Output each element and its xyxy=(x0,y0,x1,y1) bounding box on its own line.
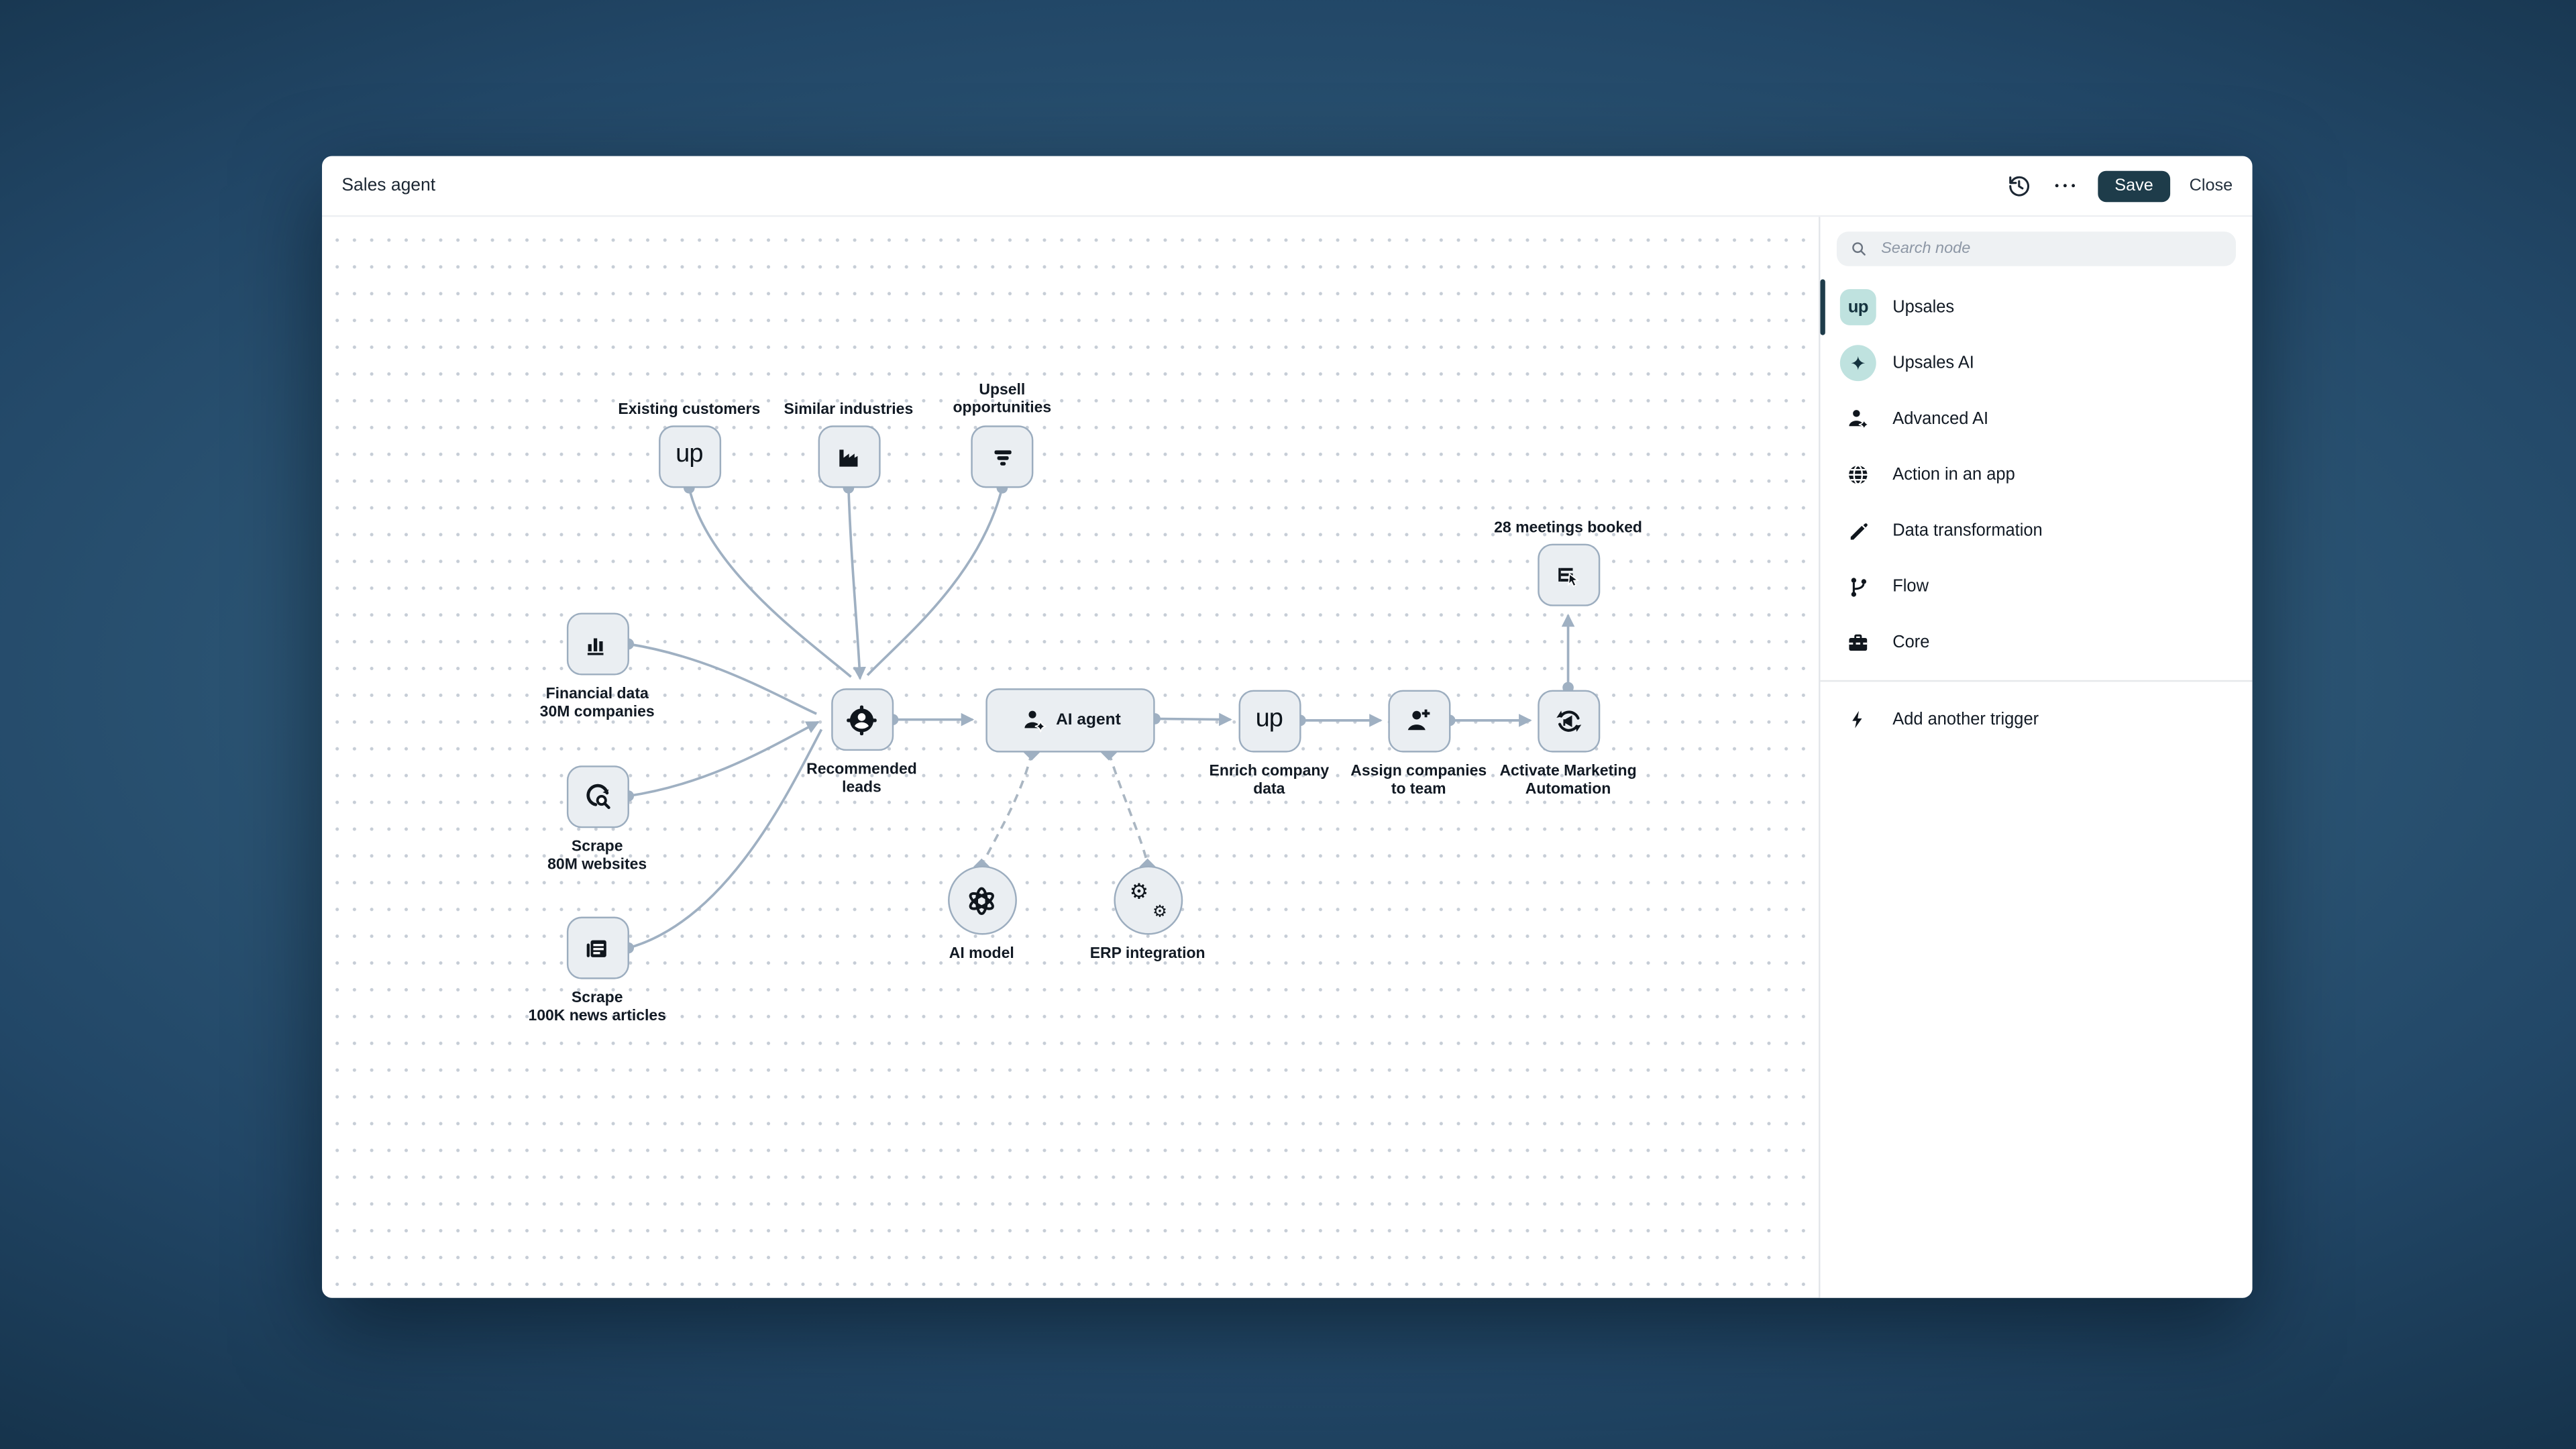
node-label: ERP integration xyxy=(1089,943,1205,961)
node-ai-model[interactable] xyxy=(947,865,1016,935)
sidebar-scrollbar[interactable] xyxy=(1820,279,1825,335)
sidebar-item-action-in-app[interactable]: Action in an app xyxy=(1820,447,2252,502)
node-category-list: up Upsales Upsales AI xyxy=(1820,279,2253,747)
sparkle-icon xyxy=(1839,345,1876,382)
sidebar-item-advanced-ai[interactable]: Advanced AI xyxy=(1820,391,2252,447)
node-erp-integration[interactable]: ⚙⚙ xyxy=(1113,865,1183,935)
upsales-badge-icon: up xyxy=(1839,289,1876,325)
node-label: 28 meetings booked xyxy=(1494,517,1642,535)
node-label: AI model xyxy=(949,943,1014,961)
window-header: Sales agent Save Close xyxy=(322,156,2253,217)
sidebar-item-data-transformation[interactable]: Data transformation xyxy=(1820,502,2252,558)
more-options-icon[interactable] xyxy=(2055,183,2076,188)
lightning-bolt-icon xyxy=(1840,702,1876,738)
pencil-icon xyxy=(1840,513,1876,549)
megaphone-cycle-icon xyxy=(1556,710,1581,731)
search-node-field[interactable] xyxy=(1836,231,2237,266)
list-cursor-icon xyxy=(1558,567,1580,586)
person-plus-icon xyxy=(1407,709,1430,731)
node-activate-marketing[interactable] xyxy=(1537,689,1600,752)
node-enrich-company-data[interactable]: up xyxy=(1238,689,1301,752)
user-target-icon xyxy=(847,704,877,735)
search-icon xyxy=(1852,242,1866,256)
sidebar-item-flow[interactable]: Flow xyxy=(1820,559,2252,614)
person-sparkle-icon xyxy=(1840,401,1876,437)
upsales-wordmark: up xyxy=(676,440,703,469)
node-label: AI agent xyxy=(1056,710,1121,729)
git-branch-icon xyxy=(1840,568,1876,604)
node-picker-sidebar: up Upsales Upsales AI xyxy=(1820,217,2253,1298)
node-similar-industries[interactable] xyxy=(817,425,880,488)
node-financial-data[interactable] xyxy=(566,612,629,676)
toolbox-icon xyxy=(1840,625,1876,661)
sidebar-item-add-trigger[interactable]: Add another trigger xyxy=(1820,692,2252,747)
node-scrape-websites[interactable] xyxy=(566,765,629,828)
sidebar-item-upsales[interactable]: up Upsales xyxy=(1820,279,2252,335)
node-recommended-leads[interactable] xyxy=(830,688,894,751)
sidebar-divider xyxy=(1820,680,2253,682)
node-assign-companies[interactable] xyxy=(1387,689,1450,752)
search-input[interactable] xyxy=(1878,238,2223,260)
node-label: Similar industries xyxy=(784,398,914,417)
node-existing-customers[interactable]: up xyxy=(657,425,720,488)
flow-editor-window: Sales agent Save Close xyxy=(322,156,2253,1298)
upsales-wordmark: up xyxy=(1255,704,1283,733)
node-meetings-booked[interactable] xyxy=(1537,543,1600,606)
close-button[interactable]: Close xyxy=(2189,176,2233,195)
save-button[interactable]: Save xyxy=(2098,170,2170,202)
flow-canvas[interactable]: Existing customers up Similar industries… xyxy=(322,217,1821,1298)
bar-chart-icon xyxy=(587,637,604,655)
gears-icon: ⚙⚙ xyxy=(1129,880,1168,922)
openai-icon xyxy=(969,886,994,914)
node-label: Existing customers xyxy=(618,398,761,417)
factory-icon xyxy=(839,449,858,466)
newspaper-icon xyxy=(586,939,606,957)
globe-icon xyxy=(1840,457,1876,493)
sidebar-item-upsales-ai[interactable]: Upsales AI xyxy=(1820,335,2252,391)
person-sparkle-icon xyxy=(1024,710,1046,732)
page-title: Sales agent xyxy=(341,176,436,196)
sidebar-item-core[interactable]: Core xyxy=(1820,614,2252,670)
node-scrape-news[interactable] xyxy=(566,916,629,979)
node-ai-agent[interactable]: AI agent xyxy=(985,687,1155,752)
funnel-icon xyxy=(994,449,1011,465)
history-icon[interactable] xyxy=(2002,169,2035,202)
node-upsell-opportunities[interactable] xyxy=(971,425,1034,488)
globe-search-icon xyxy=(586,783,610,808)
